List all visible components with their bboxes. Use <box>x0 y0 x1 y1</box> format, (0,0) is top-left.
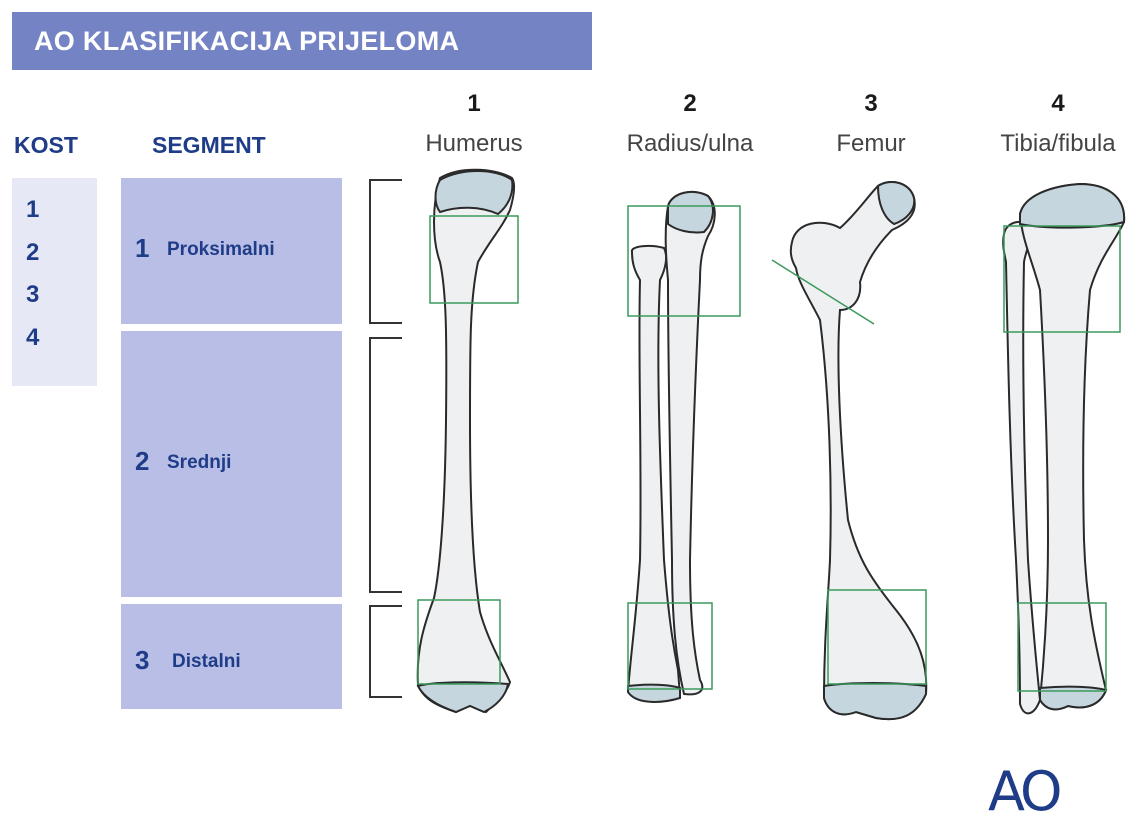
bracket-distal <box>370 606 402 697</box>
segment-brackets <box>370 180 402 697</box>
tibia-bone <box>1020 184 1124 709</box>
ao-logo: AO <box>988 760 1059 823</box>
ulna-bone <box>666 192 715 694</box>
femur-bone-icon <box>791 182 926 719</box>
fibula-bone <box>1003 222 1040 714</box>
bracket-proximal <box>370 180 402 323</box>
bracket-middle <box>370 338 402 592</box>
radius-ulna-bone-icon <box>628 192 715 702</box>
